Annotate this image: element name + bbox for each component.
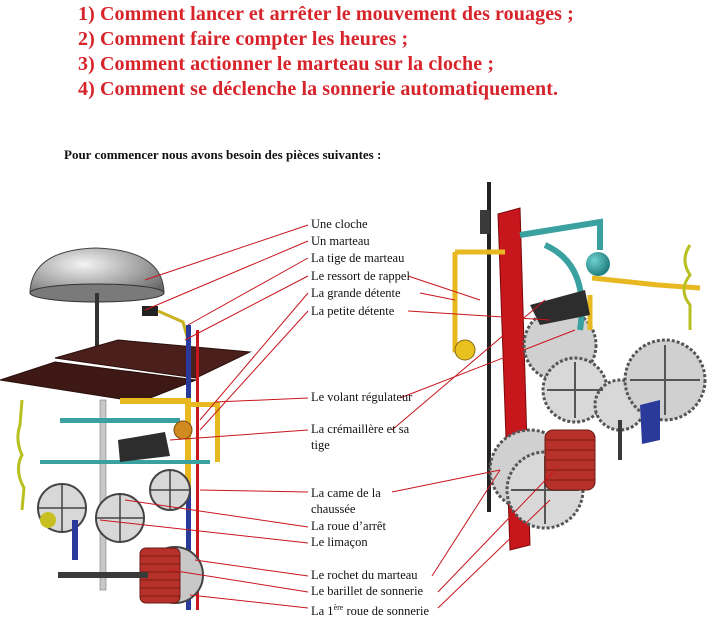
- heading-item-2: 2) Comment faire compter les heures ;: [78, 28, 409, 50]
- right-mechanism: [452, 182, 707, 551]
- heading-item-1: 1) Comment lancer et arrêter le mouvemen…: [78, 3, 574, 25]
- label-ressort-rappel: Le ressort de rappel: [311, 269, 410, 283]
- label-came-line2: chaussée: [311, 502, 356, 516]
- label-tige-marteau: La tige de marteau: [311, 251, 405, 265]
- label-volant: Le volant régulateur: [311, 390, 413, 404]
- label-premiere-roue-prefix: La 1: [311, 604, 334, 619]
- label-petite-detente: La petite détente: [311, 304, 395, 318]
- label-premiere-roue: La 1ère roue de sonnerie: [311, 600, 429, 619]
- intro-text: Pour commencer nous avons besoin des piè…: [64, 147, 382, 162]
- label-came-line1: La came de la: [311, 486, 381, 500]
- leader-lines: [99, 224, 576, 609]
- label-rochet: Le rochet du marteau: [311, 568, 418, 582]
- heading-item-3: 3) Comment actionner le marteau sur la c…: [78, 53, 495, 75]
- label-roue-arret: La roue d’arrêt: [311, 519, 386, 533]
- label-premiere-roue-suffix: roue de sonnerie: [343, 604, 430, 619]
- heading-item-4: 4) Comment se déclenche la sonnerie auto…: [78, 78, 559, 100]
- left-mechanism: [0, 247, 252, 610]
- label-cremaillere-line2: tige: [311, 438, 330, 452]
- label-limacon: Le limaçon: [311, 535, 368, 549]
- label-cloche: Une cloche: [311, 217, 368, 231]
- label-barillet: Le barillet de sonnerie: [311, 584, 424, 598]
- label-premiere-roue-sup: ère: [333, 603, 344, 612]
- label-grande-detente: La grande détente: [311, 286, 401, 300]
- label-cremaillere-line1: La crémaillère et sa: [311, 422, 410, 436]
- label-marteau: Un marteau: [311, 234, 370, 248]
- bell-illustration: [29, 247, 190, 353]
